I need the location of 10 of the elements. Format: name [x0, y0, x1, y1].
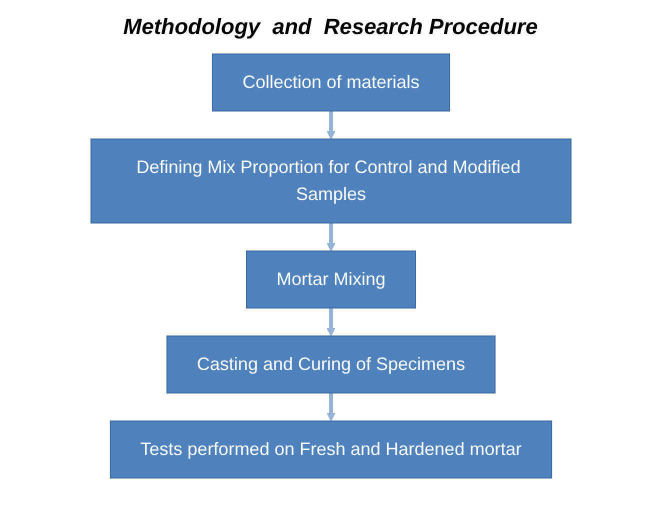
node-box: Mortar Mixing	[245, 250, 416, 308]
arrow	[326, 393, 335, 422]
node-box: Defining Mix Proportion for Control and Modified Samples	[90, 138, 571, 224]
node-box: Casting and Curing of Specimens	[166, 336, 496, 394]
diagram-title: Methodology and Research Procedure	[122, 14, 539, 40]
node-box: Collection of materials	[211, 54, 450, 112]
arrow	[326, 223, 335, 252]
node-box: Tests performed on Fresh and Hardened mortar	[109, 420, 552, 478]
arrow	[326, 111, 335, 140]
arrow	[326, 308, 335, 336]
